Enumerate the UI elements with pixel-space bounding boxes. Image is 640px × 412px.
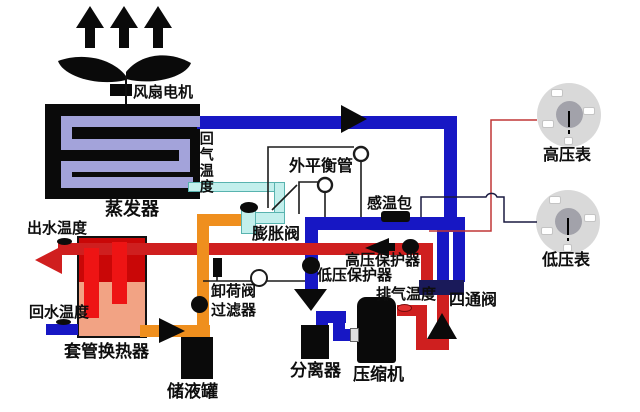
sensing-bulb [381, 211, 410, 222]
label-outlet-water-temp: 出水温度 [27, 220, 88, 237]
lp-gauge-line [420, 192, 537, 223]
lp-gauge-tick [541, 227, 553, 235]
pipe-return-water [46, 324, 78, 335]
label-return-gas-temp: 回气温度 [198, 131, 215, 195]
label-evaporator: 蒸发器 [105, 199, 159, 219]
filter-component [191, 296, 208, 313]
coil-bar-4 [61, 177, 193, 188]
outlet-water-arrow [35, 246, 62, 274]
label-lp-gauge: 低压表 [542, 252, 591, 269]
pipe-discharge-v1 [416, 305, 427, 350]
coil-bar-1 [61, 116, 200, 127]
compressor-body [357, 297, 396, 363]
discharge-temp-sensor [397, 304, 412, 312]
label-unloading-valve: 卸荷阀 [211, 283, 257, 300]
label-separator: 分离器 [290, 361, 341, 380]
label-return-water-temp: 回水温度 [29, 304, 90, 321]
pipe-valve-top-left [437, 228, 449, 282]
flow-arrow-right-liquid [159, 318, 185, 343]
lp-protector-sensor [302, 257, 320, 274]
exchanger-inner-bar-left [84, 248, 99, 318]
pipe-condenser-main [58, 243, 433, 255]
label-discharge-temp: 排气温度 [376, 286, 437, 303]
receiver-tank [181, 337, 213, 379]
label-hp-gauge: 高压表 [543, 147, 592, 164]
gauge-needles [567, 111, 570, 241]
lp-gauge-tick [584, 214, 596, 222]
airflow-up-arrows [76, 6, 172, 48]
coil-elbow-right [179, 139, 190, 172]
pipe-discharge-h2 [416, 339, 449, 350]
pipe-evaporator-outlet [197, 116, 457, 129]
pipe-valve-top-right [453, 228, 465, 282]
four-way-valve-body [419, 280, 464, 295]
label-expansion-valve: 膨胀阀 [252, 226, 301, 243]
separator-inlet-funnel [294, 289, 327, 311]
pipe-valve-left-leg [421, 243, 433, 282]
fan-blades-icon [58, 55, 191, 104]
pipe-right-downcomer [444, 116, 457, 232]
outlet-water-sensor [57, 238, 72, 245]
external-balance-pipe-lines [267, 145, 370, 217]
flow-arrow-right-suction [341, 105, 367, 133]
hp-gauge-line [429, 119, 537, 232]
label-heat-exchanger: 套管换热器 [64, 342, 149, 361]
flow-arrow-up-discharge [427, 313, 457, 339]
lp-gauge-tick [563, 244, 572, 252]
flow-arrow-left-condenser [365, 238, 395, 257]
label-lp-protector: 低压保护器 [317, 267, 393, 284]
exchanger-inner-bar-right [112, 242, 127, 304]
separator-body [301, 325, 329, 359]
hp-gauge-tick [583, 107, 595, 115]
pipe-discharge-h1 [397, 305, 427, 316]
hp-gauge-tick [551, 89, 563, 97]
coil-elbow-left-2 [61, 161, 72, 188]
pipe-suction-line [305, 217, 465, 230]
label-external-balance-pipe: 外平衡管 [289, 158, 354, 175]
coil-bar-2 [61, 139, 190, 150]
coil-elbow-left-1 [61, 116, 72, 150]
label-four-way-valve: 四通阀 [449, 292, 498, 309]
hp-gauge-tick [542, 120, 554, 128]
label-filter: 过滤器 [211, 302, 257, 319]
coil-bar-3 [61, 161, 190, 172]
label-receiver: 储液罐 [167, 382, 218, 401]
label-compressor: 压缩机 [353, 365, 404, 384]
hp-protector-sensor [402, 239, 419, 254]
expansion-valve-cap [240, 202, 258, 213]
hp-gauge-tick [564, 137, 573, 145]
pipe-liquid-to-expansion [197, 214, 243, 226]
unloading-valve-line [203, 269, 305, 287]
label-hp-protector: 高压保护器 [345, 252, 421, 269]
unloading-valve-body [213, 258, 222, 277]
label-fan-motor: 风扇电机 [133, 84, 194, 101]
return-water-sensor [56, 319, 71, 325]
label-sensing-bulb: 感温包 [367, 195, 413, 212]
lp-gauge-tick [549, 196, 561, 204]
compressor-inlet-connector [350, 328, 359, 342]
